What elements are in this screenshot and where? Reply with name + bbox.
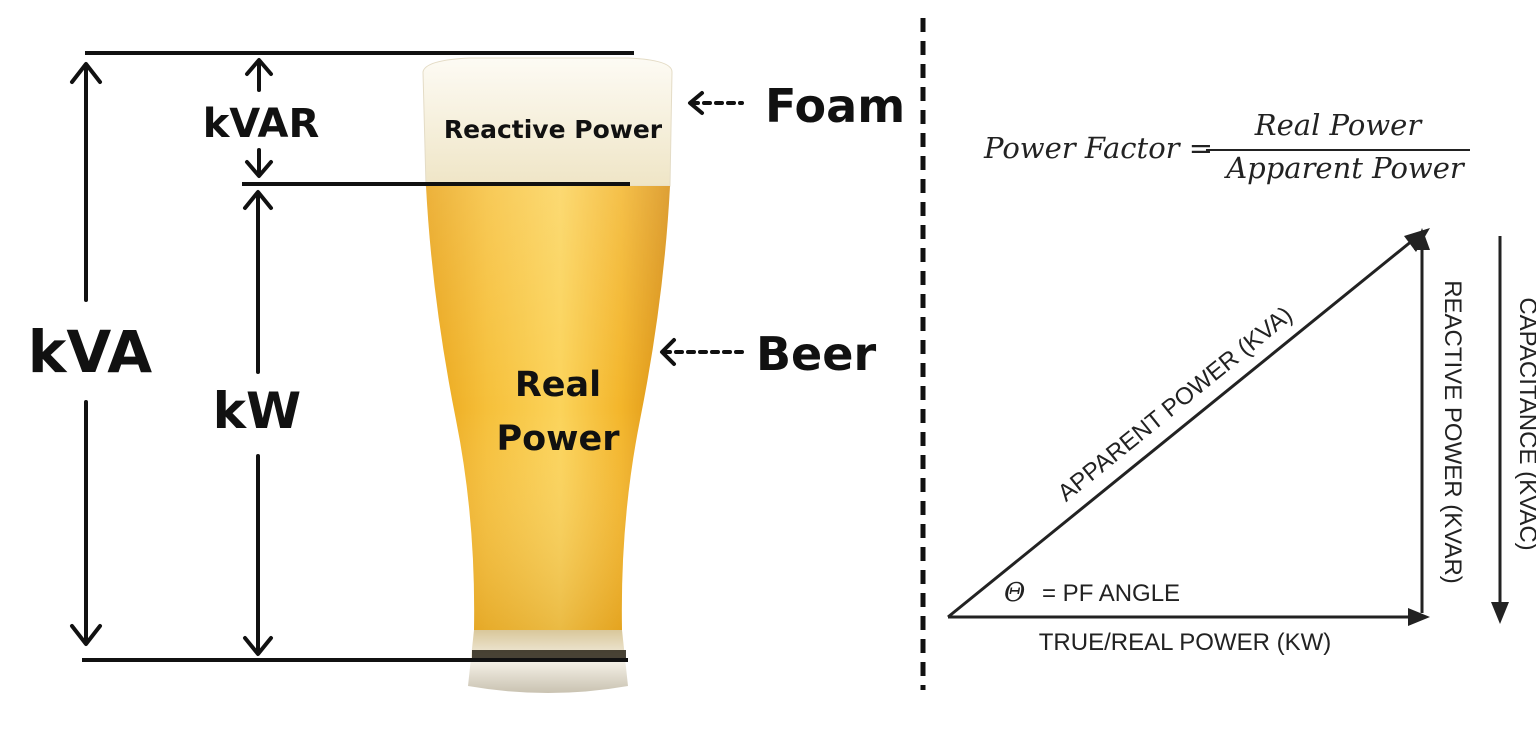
angle-symbol: Θ	[1004, 578, 1025, 608]
kw-label: kW	[213, 382, 301, 440]
vertical-arrowhead	[1414, 228, 1430, 250]
formula-numerator: Real Power	[1254, 108, 1424, 142]
hypotenuse-line	[947, 234, 1419, 619]
kvar-label: kVAR	[203, 101, 320, 147]
kva-arrow	[70, 62, 102, 646]
power-factor-formula: Power Factor = Real Power Apparent Power	[983, 108, 1470, 185]
triangle-lines	[947, 234, 1424, 619]
base-arrowhead	[1408, 608, 1430, 626]
beer-glass-analogy: kVA kVAR kW Reactive Power Real Power Fo…	[28, 51, 905, 693]
capacitance-indicator: CAPACITANCE (KVAC)	[1491, 236, 1536, 624]
real-power-label-line1: Real	[515, 365, 601, 405]
beer-glass-illustration	[422, 57, 673, 693]
kvar-arrow	[245, 58, 273, 178]
power-triangle: APPARENT POWER (KVA) REACTIVE POWER (KVA…	[947, 228, 1466, 656]
formula-denominator: Apparent Power	[1223, 151, 1466, 185]
kw-arrow	[243, 190, 273, 656]
capacitance-arrowhead	[1491, 602, 1509, 624]
beer-label: Beer	[756, 327, 876, 381]
foam-pointer-arrow	[688, 91, 744, 115]
foam-label: Foam	[765, 79, 905, 133]
beer-pointer-arrow	[660, 338, 744, 366]
glass-foam	[422, 57, 673, 187]
base-label: TRUE/REAL POWER (KW)	[1039, 629, 1331, 656]
hypotenuse-label: APPARENT POWER (KVA)	[1053, 301, 1298, 507]
reactive-power-label: Reactive Power	[444, 115, 663, 144]
formula-lhs: Power Factor =	[983, 131, 1213, 165]
kva-label: kVA	[28, 318, 153, 386]
real-power-label-line2: Power	[496, 419, 620, 459]
glass-beer-shade	[426, 186, 670, 630]
vertical-label: REACTIVE POWER (KVAR)	[1439, 280, 1466, 584]
angle-label: = PF ANGLE	[1042, 580, 1180, 607]
capacitance-label: CAPACITANCE (KVAC)	[1514, 297, 1536, 550]
